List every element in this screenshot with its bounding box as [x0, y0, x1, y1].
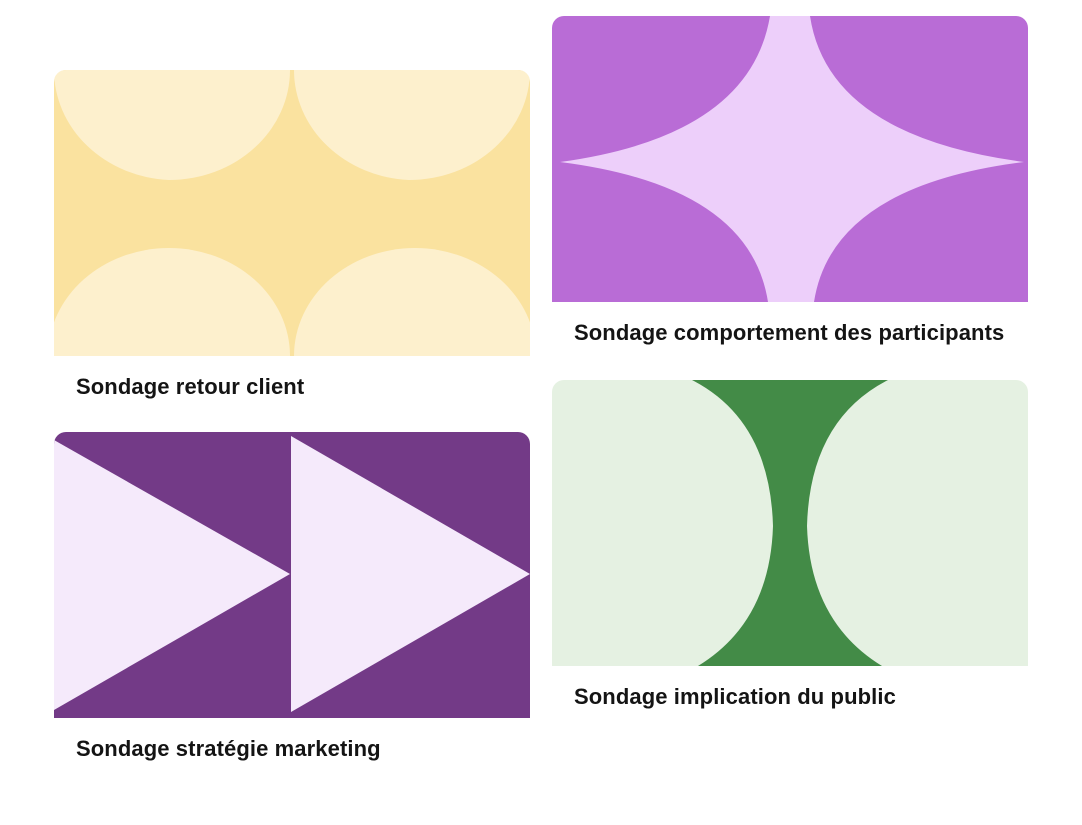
- template-card-customer-feedback[interactable]: Sondage retour client: [54, 70, 530, 418]
- template-thumbnail: [54, 432, 530, 718]
- template-title: Sondage stratégie marketing: [76, 736, 381, 761]
- template-thumbnail: [552, 16, 1028, 302]
- template-card-public-engagement[interactable]: Sondage implication du public: [552, 380, 1028, 728]
- template-title: Sondage implication du public: [574, 684, 896, 709]
- template-thumbnail: [54, 70, 530, 356]
- template-thumbnail: [552, 380, 1028, 666]
- template-card-participant-behavior[interactable]: Sondage comportement des participants: [552, 16, 1028, 364]
- semicircles-pattern-icon: [54, 70, 530, 356]
- template-title: Sondage retour client: [76, 374, 305, 399]
- four-point-star-pattern-icon: [552, 16, 1028, 302]
- fast-forward-triangles-pattern-icon: [54, 432, 530, 718]
- template-card-marketing-strategy[interactable]: Sondage stratégie marketing: [54, 432, 530, 780]
- template-title: Sondage comportement des participants: [574, 320, 1005, 345]
- hourglass-curves-pattern-icon: [552, 380, 1028, 666]
